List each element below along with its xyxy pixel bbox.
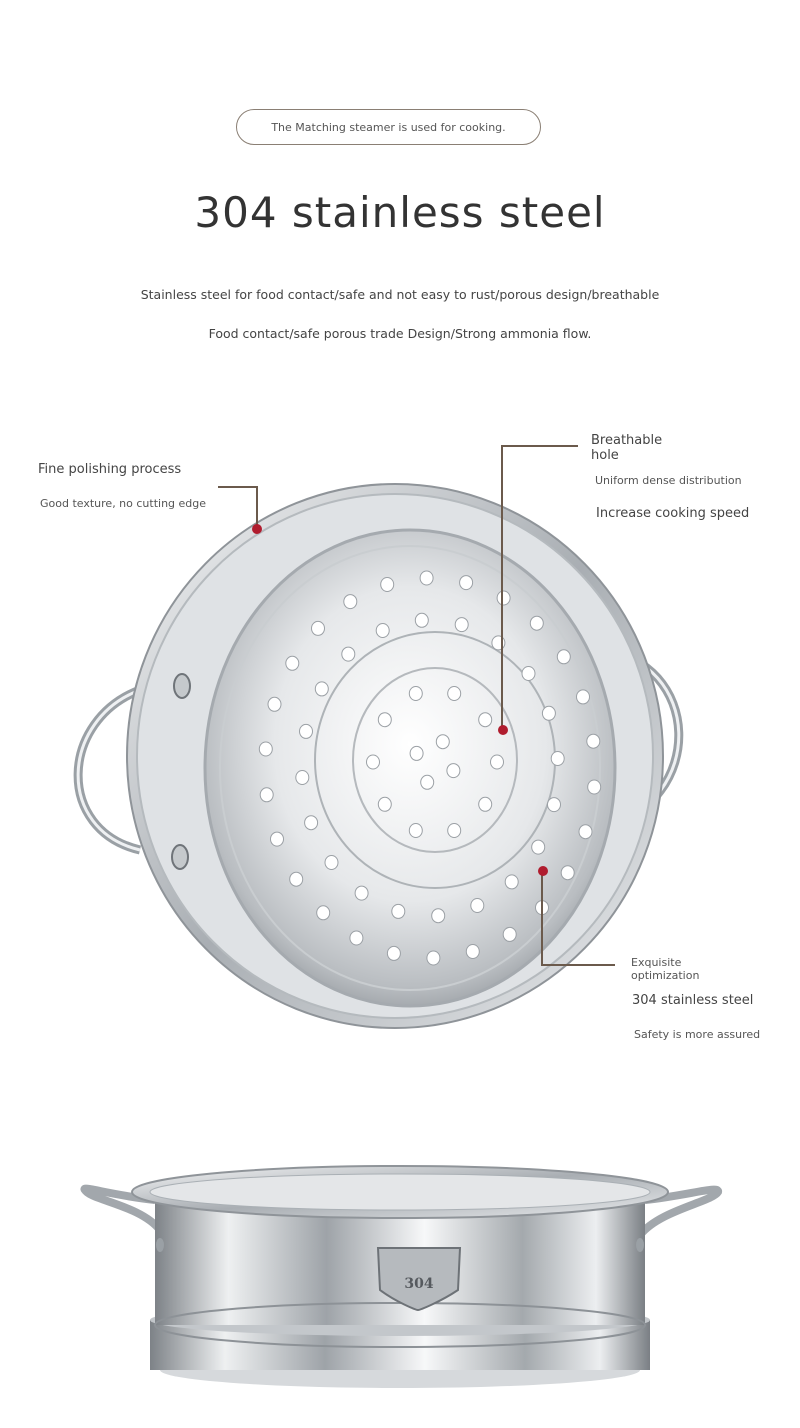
- steam-hole: [354, 885, 369, 901]
- intro-pill: The Matching steamer is used for cooking…: [236, 109, 541, 145]
- steam-hole: [587, 779, 602, 795]
- callout-optimization-title-2: optimization: [631, 969, 700, 982]
- steam-hole: [521, 666, 536, 681]
- steam-hole: [299, 723, 313, 739]
- steam-hole: [311, 620, 325, 636]
- callout-polishing-detail: Good texture, no cutting edge: [40, 497, 207, 510]
- marker-dot-polishing: [252, 524, 262, 534]
- steam-hole: [504, 874, 519, 890]
- callout-optimization-title-1: Exquisite: [631, 956, 682, 969]
- steam-hole: [349, 930, 364, 946]
- steam-hole: [446, 763, 461, 779]
- rivet-icon: [171, 844, 189, 870]
- rivet-icon: [173, 673, 191, 699]
- steam-hole: [502, 926, 517, 942]
- marker-dot-optimization: [538, 866, 548, 876]
- callout-polishing-title: Fine polishing process: [38, 462, 182, 477]
- steam-hole: [470, 898, 485, 913]
- steam-hole: [259, 787, 274, 803]
- intro-pill-text: The Matching steamer is used for cooking…: [271, 120, 506, 134]
- steam-hole: [386, 945, 401, 961]
- steam-hole: [380, 577, 395, 592]
- headline: 304 stainless steel: [194, 188, 606, 237]
- side-left-handle: [80, 1184, 164, 1233]
- callout-optimization-detail-1: 304 stainless steel: [632, 993, 754, 1008]
- steam-hole: [341, 646, 356, 662]
- badge-icon: [376, 1247, 462, 1312]
- steam-hole: [270, 831, 284, 847]
- steam-hole: [419, 570, 434, 586]
- steam-hole: [409, 745, 424, 761]
- steam-hole: [447, 823, 462, 838]
- steam-hole: [285, 655, 300, 671]
- steamer-side-view: 304: [80, 1165, 722, 1388]
- steam-hole: [377, 712, 392, 728]
- steam-hole: [414, 612, 429, 628]
- steam-hole: [316, 905, 331, 921]
- callout-breathable-title-1: Breathable: [591, 433, 663, 448]
- steam-hole: [420, 774, 435, 790]
- badge-text: 304: [404, 1276, 433, 1292]
- steam-holes: [258, 570, 602, 966]
- steam-hole: [258, 741, 273, 757]
- callout-optimization-detail-2: Safety is more assured: [634, 1028, 761, 1041]
- steam-hole: [375, 623, 390, 638]
- steam-hole: [267, 696, 282, 712]
- subtitle-benefits: Food contact/safe porous trade Design/St…: [208, 326, 592, 341]
- steam-hole: [560, 865, 575, 881]
- steam-hole: [454, 617, 469, 633]
- marker-dot-breathable: [498, 725, 508, 735]
- steam-hole: [408, 686, 423, 701]
- steam-hole: [447, 686, 462, 701]
- callout-breathable-detail-2: Increase cooking speed: [596, 506, 750, 521]
- steam-hole: [289, 871, 304, 887]
- steam-hole: [556, 649, 571, 665]
- steam-hole: [547, 797, 561, 813]
- subtitle-features: Stainless steel for food contact/safe an…: [140, 287, 660, 302]
- side-right-handle: [636, 1185, 722, 1238]
- callout-breathable-title-2: hole: [591, 448, 619, 463]
- steam-hole: [314, 681, 329, 697]
- steam-hole: [343, 594, 358, 610]
- steam-hole: [426, 950, 441, 966]
- steam-hole: [435, 734, 450, 750]
- steam-hole: [478, 712, 493, 728]
- steam-hole: [586, 733, 601, 749]
- steam-hole: [377, 796, 392, 812]
- steam-hole: [541, 705, 556, 721]
- steam-hole: [324, 855, 339, 870]
- steam-hole: [295, 770, 310, 785]
- steam-hole: [578, 824, 593, 840]
- steam-hole: [529, 615, 544, 631]
- steam-hole: [496, 590, 511, 606]
- callout-breathable-detail-1: Uniform dense distribution: [595, 474, 742, 487]
- steam-hole: [465, 944, 480, 959]
- steam-hole: [431, 908, 446, 924]
- steamer-top-view: [73, 483, 684, 1029]
- steam-hole: [459, 575, 474, 591]
- steam-hole: [391, 903, 406, 919]
- steam-hole: [576, 689, 590, 705]
- steam-hole: [478, 796, 493, 812]
- steam-hole: [531, 839, 546, 855]
- steam-hole: [304, 815, 319, 831]
- steam-hole: [490, 754, 504, 770]
- steam-hole: [408, 823, 423, 838]
- steam-hole: [550, 751, 565, 766]
- steam-hole: [366, 754, 380, 770]
- leader-lines: [218, 445, 615, 966]
